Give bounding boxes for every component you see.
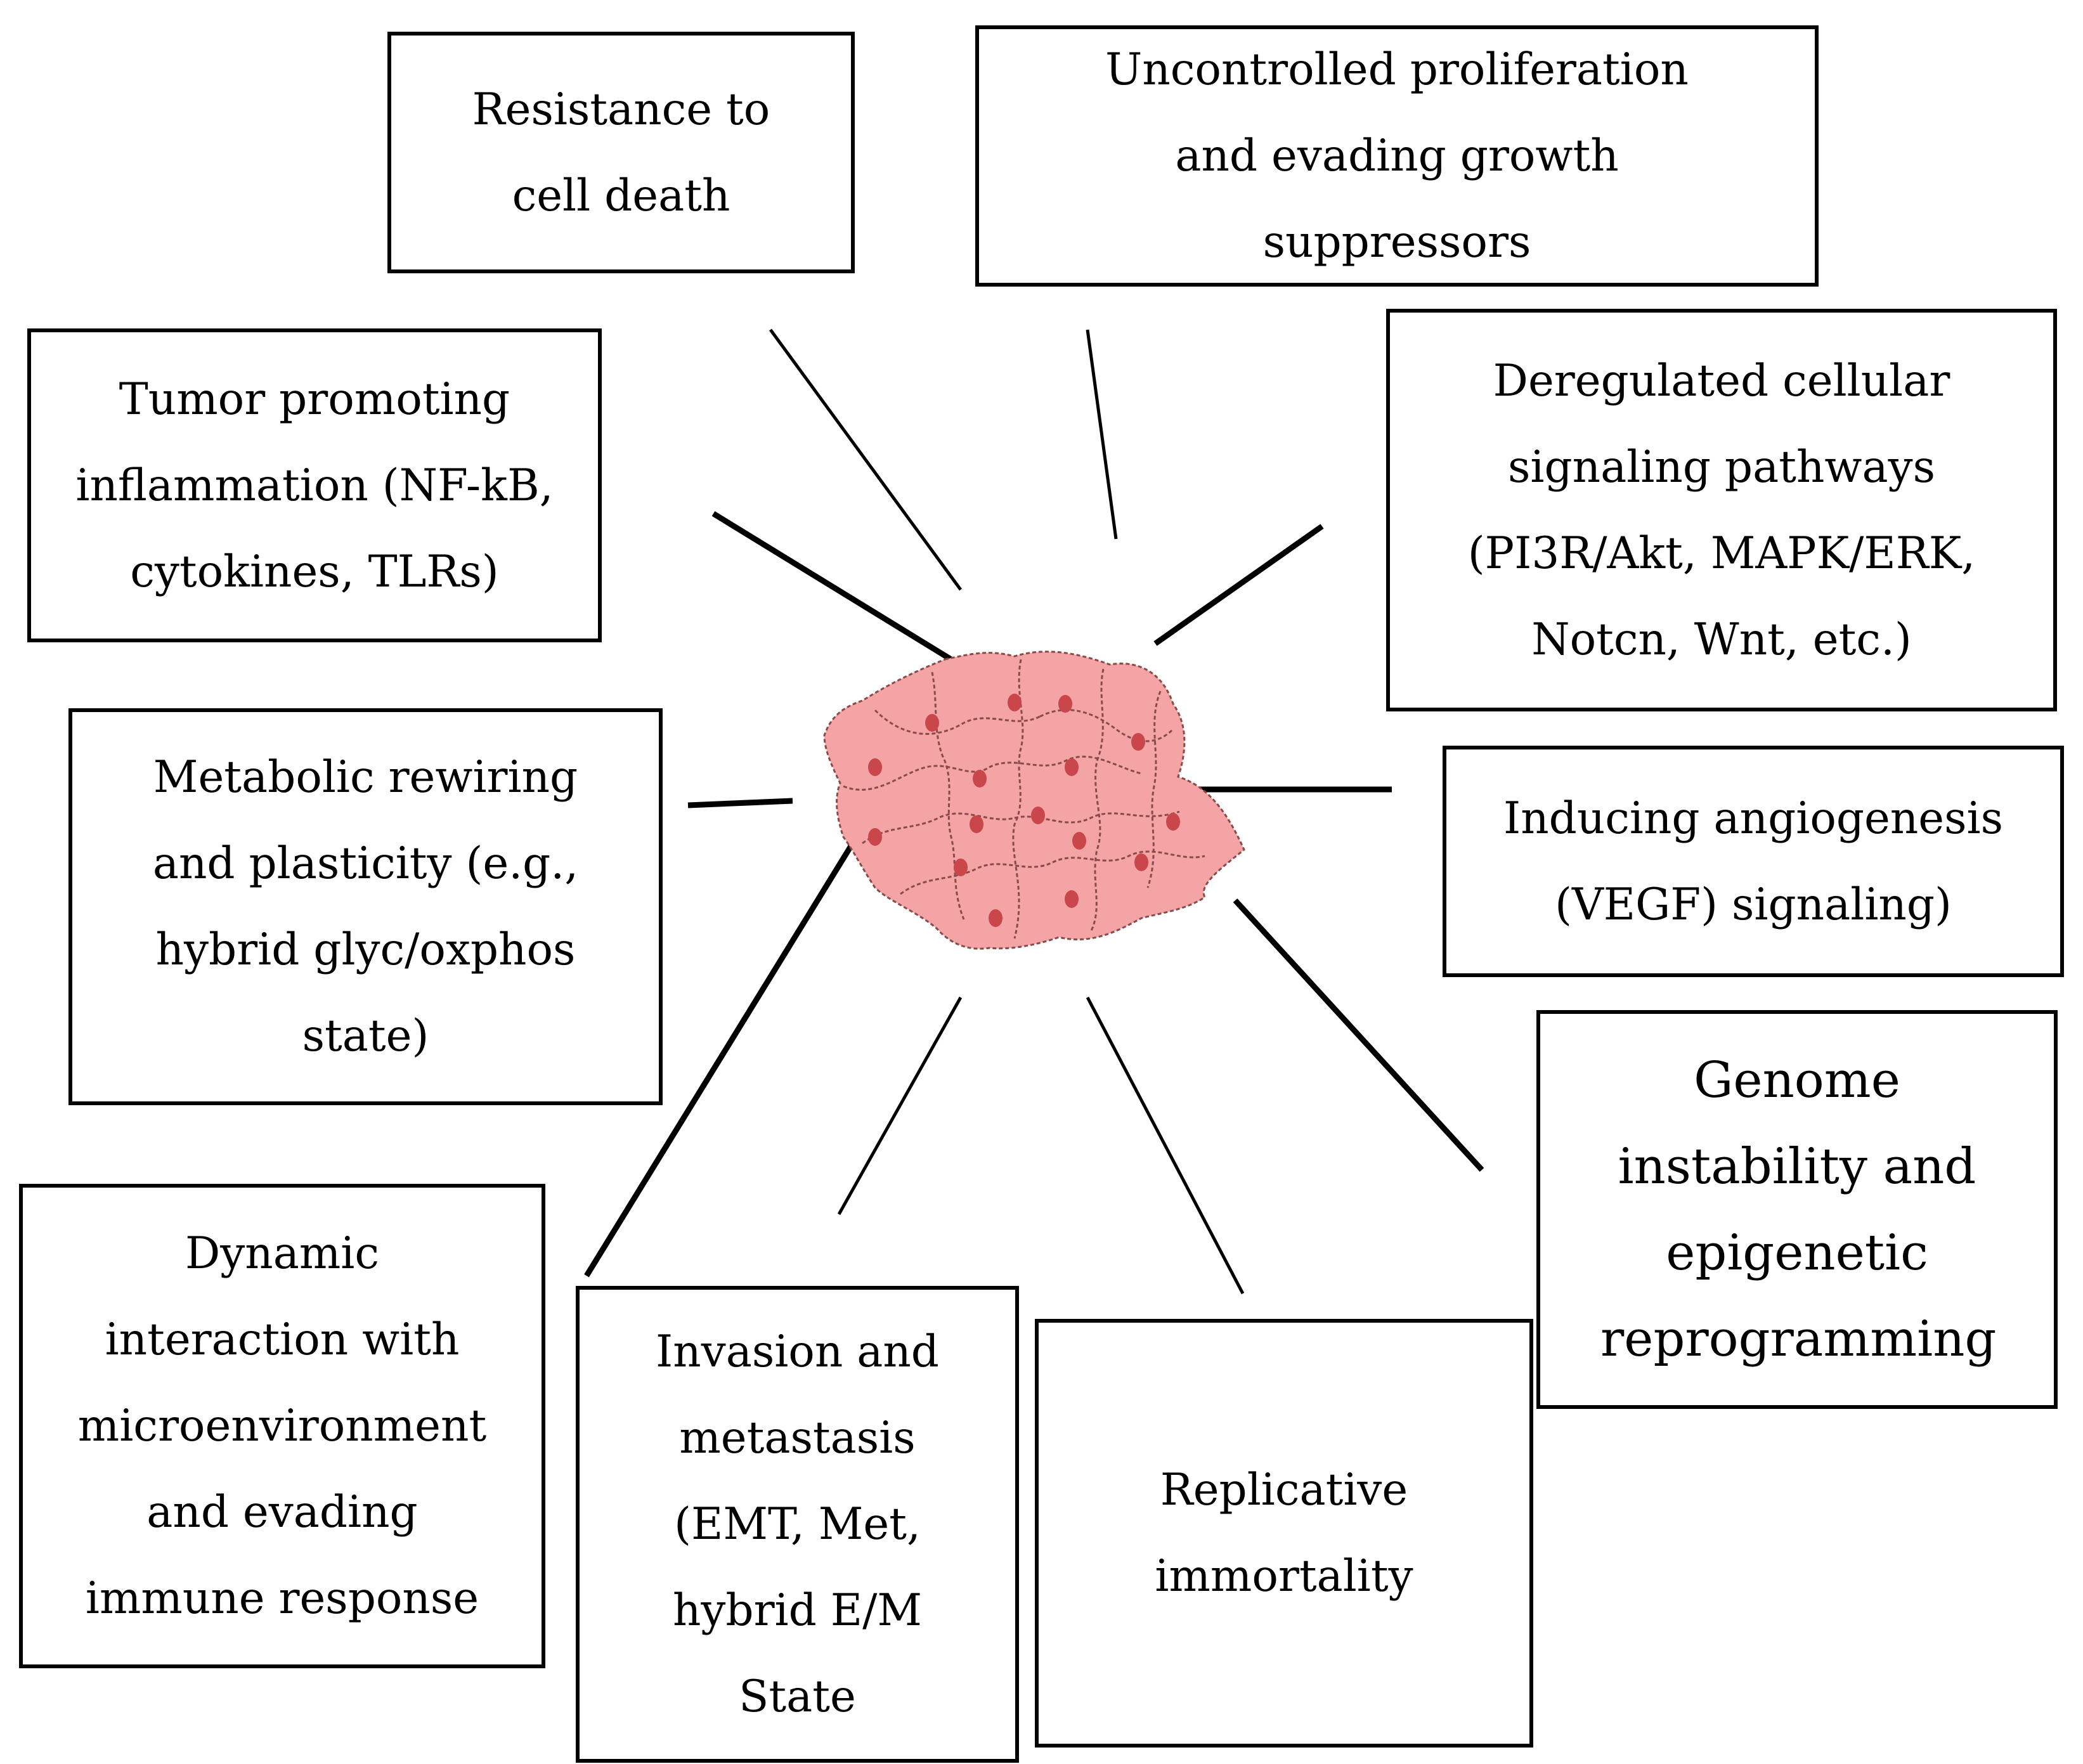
cell-nuclei: [868, 694, 1180, 927]
label-resistance-cell-death: Resistance to cell death: [472, 84, 770, 221]
box-uncontrolled-proliferation: Uncontrolled proliferation and evading g…: [975, 25, 1819, 287]
label-replicative-immortality: Replicative immortality: [1155, 1465, 1413, 1602]
label-invasion-metastasis: Invasion and metastasis (EMT, Met, hybri…: [656, 1326, 939, 1722]
connector-resistance-death: [769, 328, 963, 591]
box-inducing-angiogenesis: Inducing angiogenesis (VEGF) signaling): [1443, 746, 2064, 977]
label-inducing-angiogenesis: Inducing angiogenesis (VEGF) signaling): [1503, 793, 2004, 930]
label-metabolic-rewiring: Metabolic rewiring and plasticity (e.g.,…: [152, 752, 579, 1061]
label-microenvironment-interaction: Dynamic interaction with microenvironmen…: [77, 1228, 487, 1624]
label-genome-instability: Genome instability and epigenetic reprog…: [1600, 1051, 1997, 1368]
connector-deregulated-signaling: [1153, 524, 1324, 646]
connector-lines: [584, 328, 1484, 1295]
cluster-body: [823, 651, 1245, 950]
connector-genome-instability: [1233, 898, 1484, 1172]
label-uncontrolled-proliferation: Uncontrolled proliferation and evading g…: [1105, 44, 1689, 268]
connector-uncontrolled-proliferation: [1086, 329, 1118, 540]
box-deregulated-signaling: Deregulated cellular signaling pathways …: [1386, 309, 2057, 711]
connector-tumor-inflammation: [711, 511, 953, 662]
box-genome-instability: Genome instability and epigenetic reprog…: [1536, 1010, 2058, 1409]
box-metabolic-rewiring: Metabolic rewiring and plasticity (e.g.,…: [68, 708, 663, 1105]
box-replicative-immortality: Replicative immortality: [1035, 1319, 1533, 1748]
connector-invasion-metastasis: [837, 996, 963, 1216]
box-invasion-metastasis: Invasion and metastasis (EMT, Met, hybri…: [576, 1286, 1019, 1763]
box-tumor-inflammation: Tumor promoting inflammation (NF-kB, cyt…: [27, 328, 602, 642]
box-microenvironment-interaction: Dynamic interaction with microenvironmen…: [19, 1184, 545, 1668]
box-resistance-cell-death: Resistance to cell death: [387, 32, 855, 273]
connector-metabolic-rewiring: [687, 798, 793, 808]
connector-replicative-immortality: [1086, 996, 1245, 1295]
connector-microenvironment: [584, 826, 865, 1278]
tumor-cell-cluster-icon: [823, 651, 1245, 950]
label-tumor-inflammation: Tumor promoting inflammation (NF-kB, cyt…: [75, 373, 554, 597]
label-deregulated-signaling: Deregulated cellular signaling pathways …: [1467, 355, 1976, 665]
